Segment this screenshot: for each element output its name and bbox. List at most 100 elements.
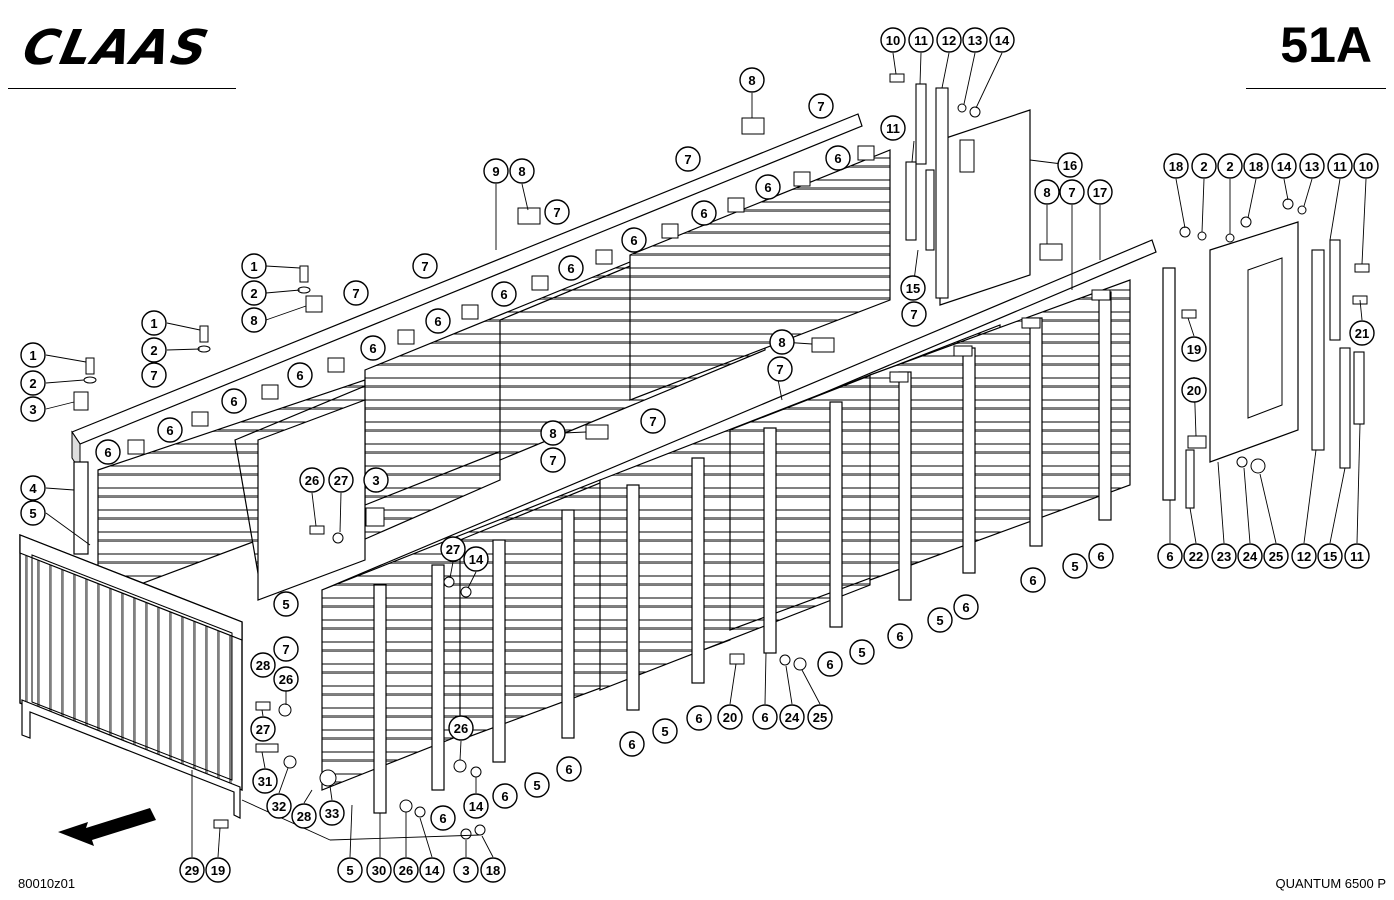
- callout-6: 6: [558, 255, 584, 281]
- callout-7: 7: [540, 447, 566, 473]
- callout-number: 3: [462, 863, 469, 878]
- callout-number: 8: [518, 164, 525, 179]
- callout-number: 6: [501, 789, 508, 804]
- callout-2: 2: [1191, 153, 1217, 179]
- callout-17: 17: [1087, 179, 1113, 205]
- callout-2: 2: [141, 337, 167, 363]
- callout-number: 30: [372, 863, 386, 878]
- callout-25: 25: [807, 704, 833, 730]
- callout-number: 4: [29, 481, 37, 496]
- callout-number: 15: [1323, 549, 1337, 564]
- callout-number: 6: [834, 151, 841, 166]
- callout-number: 9: [492, 164, 499, 179]
- callout-1: 1: [141, 310, 167, 336]
- callout-8: 8: [1034, 179, 1060, 205]
- callout-7: 7: [343, 280, 369, 306]
- callout-number: 11: [1350, 549, 1364, 564]
- callout-number: 8: [1043, 185, 1050, 200]
- callout-14: 14: [419, 857, 445, 883]
- callout-number: 6: [500, 287, 507, 302]
- callout-19: 19: [1181, 336, 1207, 362]
- rear-right-panel: [1209, 221, 1299, 463]
- callout-number: 1: [250, 259, 257, 274]
- callout-11: 11: [880, 115, 906, 141]
- callout-number: 6: [104, 445, 111, 460]
- callout-number: 5: [282, 597, 289, 612]
- callout-27: 27: [440, 536, 466, 562]
- callout-26: 26: [299, 467, 325, 493]
- callout-number: 6: [962, 600, 969, 615]
- callout-number: 7: [421, 259, 428, 274]
- callout-number: 6: [630, 233, 637, 248]
- callout-7: 7: [273, 636, 299, 662]
- callout-4: 4: [20, 475, 46, 501]
- callout-5: 5: [849, 639, 875, 665]
- callout-6: 6: [686, 705, 712, 731]
- callout-number: 19: [1187, 342, 1201, 357]
- callout-6: 6: [556, 756, 582, 782]
- callout-number: 15: [906, 281, 920, 296]
- callout-1: 1: [20, 342, 46, 368]
- callout-number: 6: [761, 710, 768, 725]
- callout-6: 6: [1088, 543, 1114, 569]
- rear-panel: [939, 109, 1031, 306]
- callout-number: 6: [296, 368, 303, 383]
- callout-31: 31: [252, 768, 278, 794]
- callout-6: 6: [157, 417, 183, 443]
- callout-2: 2: [20, 370, 46, 396]
- callout-number: 6: [567, 261, 574, 276]
- callout-26: 26: [273, 666, 299, 692]
- callout-number: 6: [700, 206, 707, 221]
- front-end-gate: [19, 533, 243, 819]
- callout-20: 20: [1181, 377, 1207, 403]
- callout-12: 12: [1291, 543, 1317, 569]
- callout-number: 5: [533, 778, 540, 793]
- callout-number: 11: [914, 33, 928, 48]
- callout-6: 6: [691, 200, 717, 226]
- callout-number: 18: [1169, 159, 1183, 174]
- callout-5: 5: [20, 500, 46, 526]
- callout-number: 7: [910, 307, 917, 322]
- callout-15: 15: [900, 275, 926, 301]
- callout-30: 30: [366, 857, 392, 883]
- callout-16: 16: [1057, 152, 1083, 178]
- callout-number: 5: [936, 613, 943, 628]
- callout-14: 14: [463, 793, 489, 819]
- callout-number: 18: [1249, 159, 1263, 174]
- callout-number: 29: [185, 863, 199, 878]
- callout-28: 28: [291, 803, 317, 829]
- callout-number: 2: [1200, 159, 1207, 174]
- callout-13: 13: [1299, 153, 1325, 179]
- top-rail: [71, 113, 863, 472]
- callout-18: 18: [1243, 153, 1269, 179]
- drawing-number: 80010z01: [18, 876, 76, 891]
- callout-number: 6: [369, 341, 376, 356]
- callout-number: 26: [279, 672, 293, 687]
- callout-number: 19: [211, 863, 225, 878]
- callout-5: 5: [524, 772, 550, 798]
- callout-number: 7: [684, 152, 691, 167]
- mounting-brackets: [127, 145, 1111, 455]
- callout-6: 6: [221, 388, 247, 414]
- callout-21: 21: [1349, 320, 1375, 346]
- callout-number: 20: [1187, 383, 1201, 398]
- callout-number: 22: [1189, 549, 1203, 564]
- callout-number: 32: [272, 799, 286, 814]
- callout-5: 5: [273, 591, 299, 617]
- callout-number: 27: [446, 542, 460, 557]
- callout-8: 8: [241, 307, 267, 333]
- callout-number: 20: [723, 710, 737, 725]
- callout-11: 11: [1327, 153, 1353, 179]
- callout-number: 24: [785, 710, 800, 725]
- callout-number: 24: [1243, 549, 1258, 564]
- callout-number: 2: [1226, 159, 1233, 174]
- callout-6: 6: [287, 362, 313, 388]
- callout-6: 6: [621, 227, 647, 253]
- callout-6: 6: [425, 308, 451, 334]
- leader-lines: [45, 52, 1367, 858]
- callout-6: 6: [491, 281, 517, 307]
- callout-number: 10: [886, 33, 900, 48]
- callout-number: 7: [150, 368, 157, 383]
- callout-number: 7: [549, 453, 556, 468]
- callout-19: 19: [205, 857, 231, 883]
